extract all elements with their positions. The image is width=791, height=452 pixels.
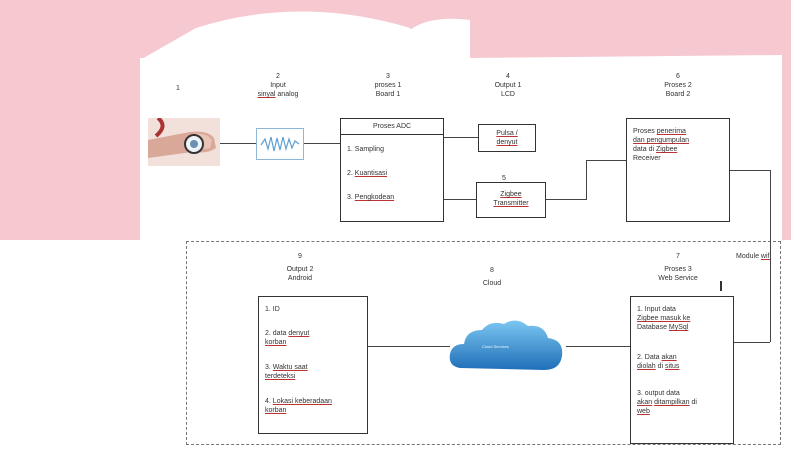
connector-signal-adc <box>304 143 340 144</box>
block-8-number: 8 <box>490 267 494 274</box>
lcd-output-box: Pulsa / denyut <box>478 124 536 152</box>
block-6-line1: Proses 2 <box>664 82 692 89</box>
adc-process-box: Proses ADC 1. Sampling 2. Kuantisasi 3. … <box>340 118 444 222</box>
connector-cloud-web <box>566 346 630 347</box>
android-item-4: 4. Lokasi keberadaan korban <box>265 398 332 414</box>
block-2-number: 2 <box>276 73 280 80</box>
adc-item-3: 3. Pengkodean <box>347 194 395 201</box>
zigbee-transmitter-box: Zigbee Transmitter <box>476 182 546 218</box>
cursor-bar <box>720 281 722 291</box>
web-item-1: 1. Input data Zigbee masuk ke Database M… <box>637 306 691 331</box>
android-item-3: 3. Waktu saat terdeteksi <box>265 364 308 380</box>
block-4-line2: LCD <box>500 91 515 98</box>
block-7-line2: Web Service <box>658 275 698 282</box>
receiver-text: Proses penerima dan pengumpulan data di … <box>633 128 690 162</box>
adc-title: Proses ADC <box>341 119 443 135</box>
android-item-2: 2. data denyut korban <box>265 330 310 346</box>
connector-adc-zigbee <box>444 199 476 200</box>
block-2-header: 2 Input sinyal analog <box>238 72 318 99</box>
block-8-header: 8 Cloud <box>472 266 512 288</box>
block-2-line2: sinyal analog <box>257 91 299 98</box>
block-3-header: 3 proses 1 Board 1 <box>358 72 418 99</box>
block-1-number: 1 <box>176 85 180 92</box>
connector-receiver-h <box>730 170 770 171</box>
zigbee-tx-text-2: Transmitter <box>493 200 529 207</box>
block-6-number: 6 <box>676 73 680 80</box>
block-9-line1: Output 2 <box>286 266 314 273</box>
block-7-header: 7 Proses 3 Web Service <box>648 252 708 283</box>
block-5-number: 5 <box>502 175 506 182</box>
connector-receiver-v <box>770 170 771 342</box>
block-3-line1: proses 1 <box>374 82 402 89</box>
connector-adc-lcd <box>444 137 478 138</box>
block-7-number: 7 <box>676 253 680 260</box>
block-4-header: 4 Output 1 LCD <box>478 72 538 99</box>
connector-zigbee-h2 <box>586 160 626 161</box>
connector-zigbee-h1 <box>546 199 586 200</box>
block-9-header: 9 Output 2 Android <box>270 252 330 283</box>
wifi-module-frame <box>186 241 781 445</box>
android-item-1: 1. ID <box>265 306 280 313</box>
connector-receiver-web <box>734 342 770 343</box>
block-3-line2: Board 1 <box>375 91 401 98</box>
zigbee-tx-text-1: Zigbee <box>500 191 522 198</box>
block-8-line1: Cloud <box>482 280 502 287</box>
connector-finger-signal <box>220 143 256 144</box>
lcd-text-1: Pulsa / <box>496 130 518 137</box>
analog-signal-icon <box>256 128 304 160</box>
web-service-box: 1. Input data Zigbee masuk ke Database M… <box>630 296 734 444</box>
zigbee-receiver-box: Proses penerima dan pengumpulan data di … <box>626 118 730 222</box>
finger-sensor-image <box>148 116 220 166</box>
block-4-number: 4 <box>506 73 510 80</box>
adc-item-1: 1. Sampling <box>347 146 384 153</box>
cloud-label: Cloud Services <box>482 344 509 349</box>
web-item-2: 2. Data akan diolah di situs <box>637 354 680 370</box>
block-6-line2: Board 2 <box>665 91 691 98</box>
block-9-line2: Android <box>287 275 313 282</box>
android-output-box: 1. ID 2. data denyut korban 3. Waktu saa… <box>258 296 368 434</box>
block-3-number: 3 <box>386 73 390 80</box>
block-9-number: 9 <box>298 253 302 260</box>
connector-android-cloud <box>368 346 450 347</box>
web-item-3: 3. output data akan ditampilkan di web <box>637 390 697 415</box>
block-4-line1: Output 1 <box>494 82 522 89</box>
block-7-line1: Proses 3 <box>664 266 692 273</box>
adc-item-2: 2. Kuantisasi <box>347 170 388 177</box>
cloud-icon: Cloud Services <box>446 316 568 380</box>
block-6-header: 6 Proses 2 Board 2 <box>648 72 708 99</box>
lcd-text-2: denyut <box>496 139 518 146</box>
block-2-line1: Input <box>270 82 286 89</box>
module-wifi-label: Module wifi <box>736 253 772 260</box>
connector-zigbee-v <box>586 160 587 200</box>
